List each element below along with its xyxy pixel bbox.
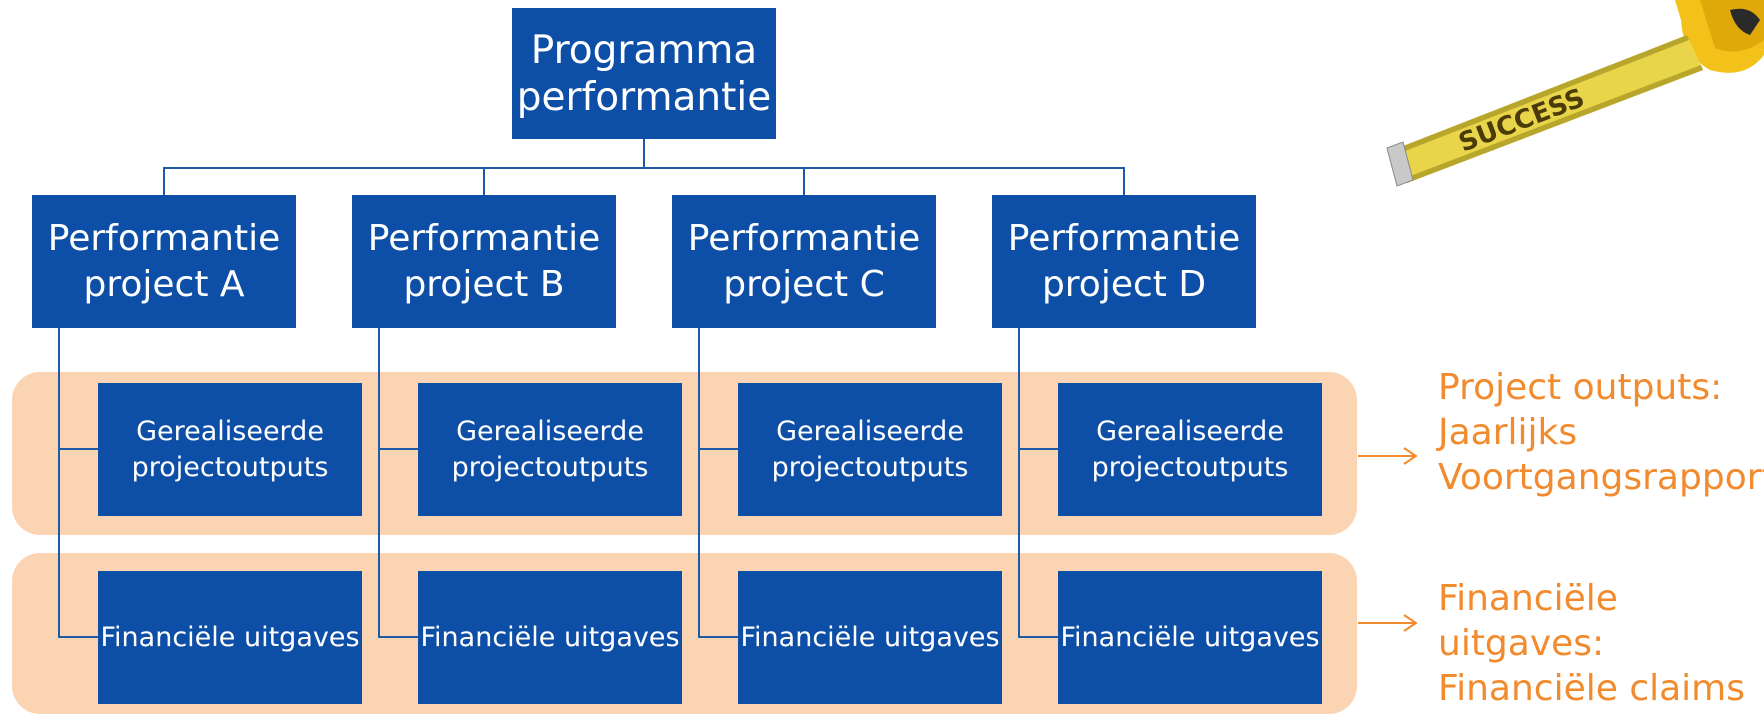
connector-horizontal — [163, 167, 1125, 169]
finance-node-a: Financiële uitgaves — [98, 571, 362, 704]
finance-node-c: Financiële uitgaves — [738, 571, 1002, 704]
project-c-line1: Performantie — [687, 217, 921, 259]
project-b-line1: Performantie — [367, 217, 601, 259]
project-a-line1: Performantie — [47, 217, 281, 259]
project-a-line2: project A — [83, 263, 245, 305]
tick-a-outputs — [58, 448, 98, 450]
finance-node-d: Financiële uitgaves — [1058, 571, 1322, 704]
outputs-node-d: Gerealiseerde projectoutputs — [1058, 383, 1322, 516]
connector-project-c — [803, 167, 805, 195]
tick-d-outputs — [1018, 448, 1058, 450]
tick-c-outputs — [698, 448, 738, 450]
connector-project-a — [163, 167, 165, 195]
root-node: Programma performantie — [512, 8, 776, 139]
connector-root-down — [643, 139, 645, 168]
outputs-a-line1: Gerealiseerde — [136, 415, 324, 447]
finance-side-line1: Financiële uitgaves: — [1438, 578, 1618, 664]
outputs-c-line2: projectoutputs — [771, 451, 969, 483]
finance-side-line2: Financiële claims — [1438, 668, 1746, 709]
project-node-b: Performantie project B — [352, 195, 616, 328]
project-node-c: Performantie project C — [672, 195, 936, 328]
tick-b-outputs — [378, 448, 418, 450]
project-d-line2: project D — [1041, 263, 1207, 305]
outputs-side-line3: Voortgangsrapport — [1438, 457, 1764, 498]
project-c-line2: project C — [723, 263, 885, 305]
finance-a-label: Financiële uitgaves — [100, 621, 360, 653]
spine-d — [1018, 328, 1020, 638]
outputs-a-line2: projectoutputs — [131, 451, 329, 483]
outputs-d-line1: Gerealiseerde — [1096, 415, 1284, 447]
project-node-d: Performantie project D — [992, 195, 1256, 328]
outputs-side-line2: Jaarlijks — [1438, 412, 1578, 453]
outputs-b-line2: projectoutputs — [451, 451, 649, 483]
project-node-a: Performantie project A — [32, 195, 296, 328]
outputs-d-line2: projectoutputs — [1091, 451, 1289, 483]
connector-project-b — [483, 167, 485, 195]
outputs-node-b: Gerealiseerde projectoutputs — [418, 383, 682, 516]
finance-c-label: Financiële uitgaves — [740, 621, 1000, 653]
connector-project-d — [1123, 167, 1125, 195]
root-line2: performantie — [516, 74, 772, 120]
outputs-arrow-icon — [1358, 447, 1418, 465]
tick-b-finance — [378, 636, 418, 638]
spine-b — [378, 328, 380, 638]
outputs-node-c: Gerealiseerde projectoutputs — [738, 383, 1002, 516]
outputs-side-label: Project outputs: Jaarlijks Voortgangsrap… — [1438, 365, 1764, 500]
finance-arrow-icon — [1358, 614, 1418, 632]
project-d-line1: Performantie — [1007, 217, 1241, 259]
finance-d-label: Financiële uitgaves — [1060, 621, 1320, 653]
measuring-tape-icon: SUCCESS — [1386, 0, 1764, 187]
spine-c — [698, 328, 700, 638]
outputs-c-line1: Gerealiseerde — [776, 415, 964, 447]
outputs-node-a: Gerealiseerde projectoutputs — [98, 383, 362, 516]
finance-b-label: Financiële uitgaves — [420, 621, 680, 653]
spine-a — [58, 328, 60, 638]
tick-a-finance — [58, 636, 98, 638]
outputs-b-line1: Gerealiseerde — [456, 415, 644, 447]
finance-side-label: Financiële uitgaves: Financiële claims — [1438, 576, 1764, 711]
root-line1: Programma — [530, 27, 758, 73]
finance-node-b: Financiële uitgaves — [418, 571, 682, 704]
outputs-side-line1: Project outputs: — [1438, 367, 1723, 408]
tick-d-finance — [1018, 636, 1058, 638]
tick-c-finance — [698, 636, 738, 638]
project-b-line2: project B — [403, 263, 565, 305]
